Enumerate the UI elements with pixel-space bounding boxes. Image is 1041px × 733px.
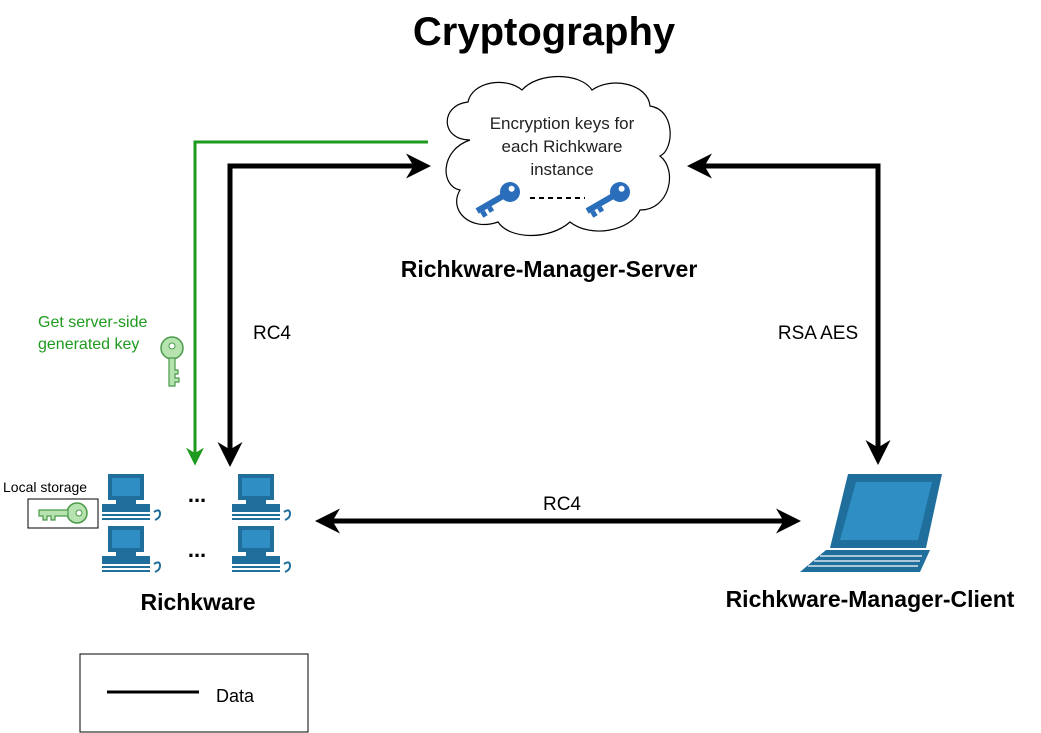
legend-data-label: Data <box>216 686 255 706</box>
server-cloud: Encryption keys for each Richkware insta… <box>445 75 671 237</box>
computers-dots-top: ... <box>188 482 206 507</box>
rw-server-label: RC4 <box>253 323 291 344</box>
cloud-text-line-1: Encryption keys for <box>490 114 635 133</box>
client-server-arrow <box>687 153 891 465</box>
cloud-text-line-3: instance <box>530 160 593 179</box>
green-key-arrow <box>186 140 428 466</box>
legend: Data <box>79 653 309 733</box>
computers-dots-bottom: ... <box>188 537 206 562</box>
server-label: Richkware-Manager-Server <box>401 256 698 282</box>
client-server-label: RSA AES <box>778 323 858 344</box>
key-icon <box>585 182 630 218</box>
computer-icon <box>101 525 161 573</box>
computer-icon <box>101 473 161 521</box>
rw-server-arrow <box>217 153 431 467</box>
green-label-line-2: generated key <box>38 336 139 353</box>
cloud-text-line-2: each Richkware <box>502 137 623 156</box>
local-storage-box <box>27 498 99 529</box>
laptop-icon <box>800 474 942 572</box>
key-icon <box>475 182 520 218</box>
richkware-label: Richkware <box>140 589 255 615</box>
client-label: Richkware-Manager-Client <box>726 586 1015 612</box>
local-storage-label: Local storage <box>3 479 87 495</box>
computer-icon <box>231 473 291 521</box>
rw-client-label: RC4 <box>543 494 581 515</box>
computer-icon <box>231 525 291 573</box>
green-label-line-1: Get server-side <box>38 314 147 331</box>
diagram-title: Cryptography <box>413 10 676 54</box>
richkware-computers: ... ... <box>101 473 291 573</box>
local-key-icon <box>38 502 88 524</box>
green-key-icon <box>160 336 184 387</box>
